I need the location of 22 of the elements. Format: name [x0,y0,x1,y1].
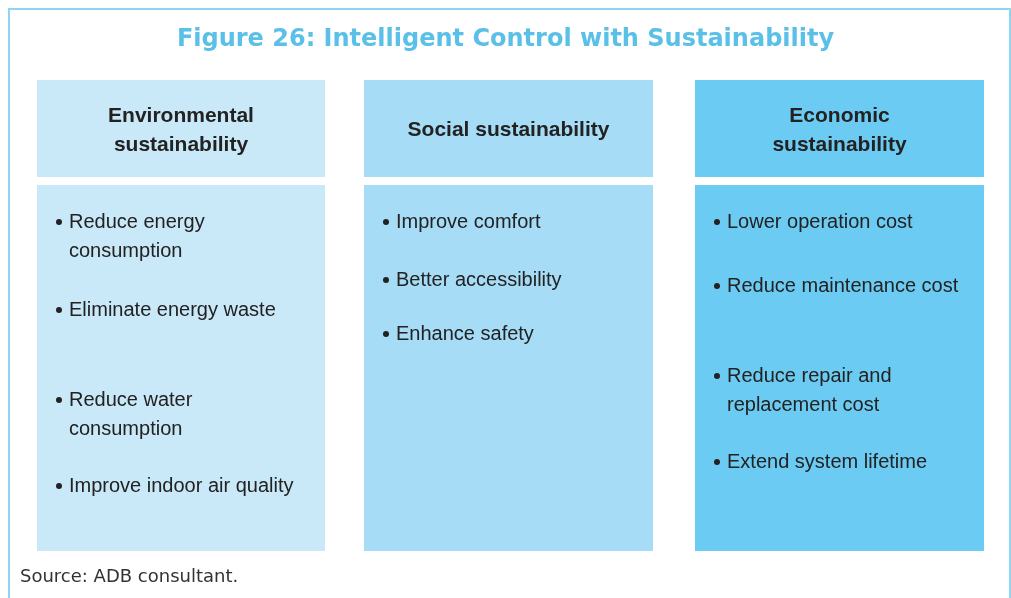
column-panel [695,185,984,551]
column-panel [364,185,653,551]
bullet-item: Reduce water consumption [69,387,194,441]
bullet-item: Better accessibility [396,267,563,292]
bullet-item: Improve indoor air quality [69,473,295,498]
header-text: Economic sustainability [771,101,908,157]
bullet-item: Enhance safety [396,321,535,346]
column-panel [37,185,325,551]
bullet-item: Lower operation cost [727,209,914,234]
column-header [364,80,653,177]
bullet-item: Improve comfort [396,209,542,234]
figure-title: Figure 26: Intelligent Control with Sustainability [175,24,836,52]
bullet-item: Reduce repair and replacement cost [727,363,893,417]
bullet-item: Reduce maintenance cost [727,273,960,298]
header-text: Environmental sustainability [107,101,255,157]
source-note: Source: ADB consultant. [20,565,239,586]
column-header [695,80,984,177]
header-text: Social sustainability [406,116,611,142]
bullet-item: Eliminate energy waste [69,297,277,322]
bullet-item: Extend system lifetime [727,449,929,474]
bullet-item: Reduce energy consumption [69,209,206,263]
column-header [37,80,325,177]
